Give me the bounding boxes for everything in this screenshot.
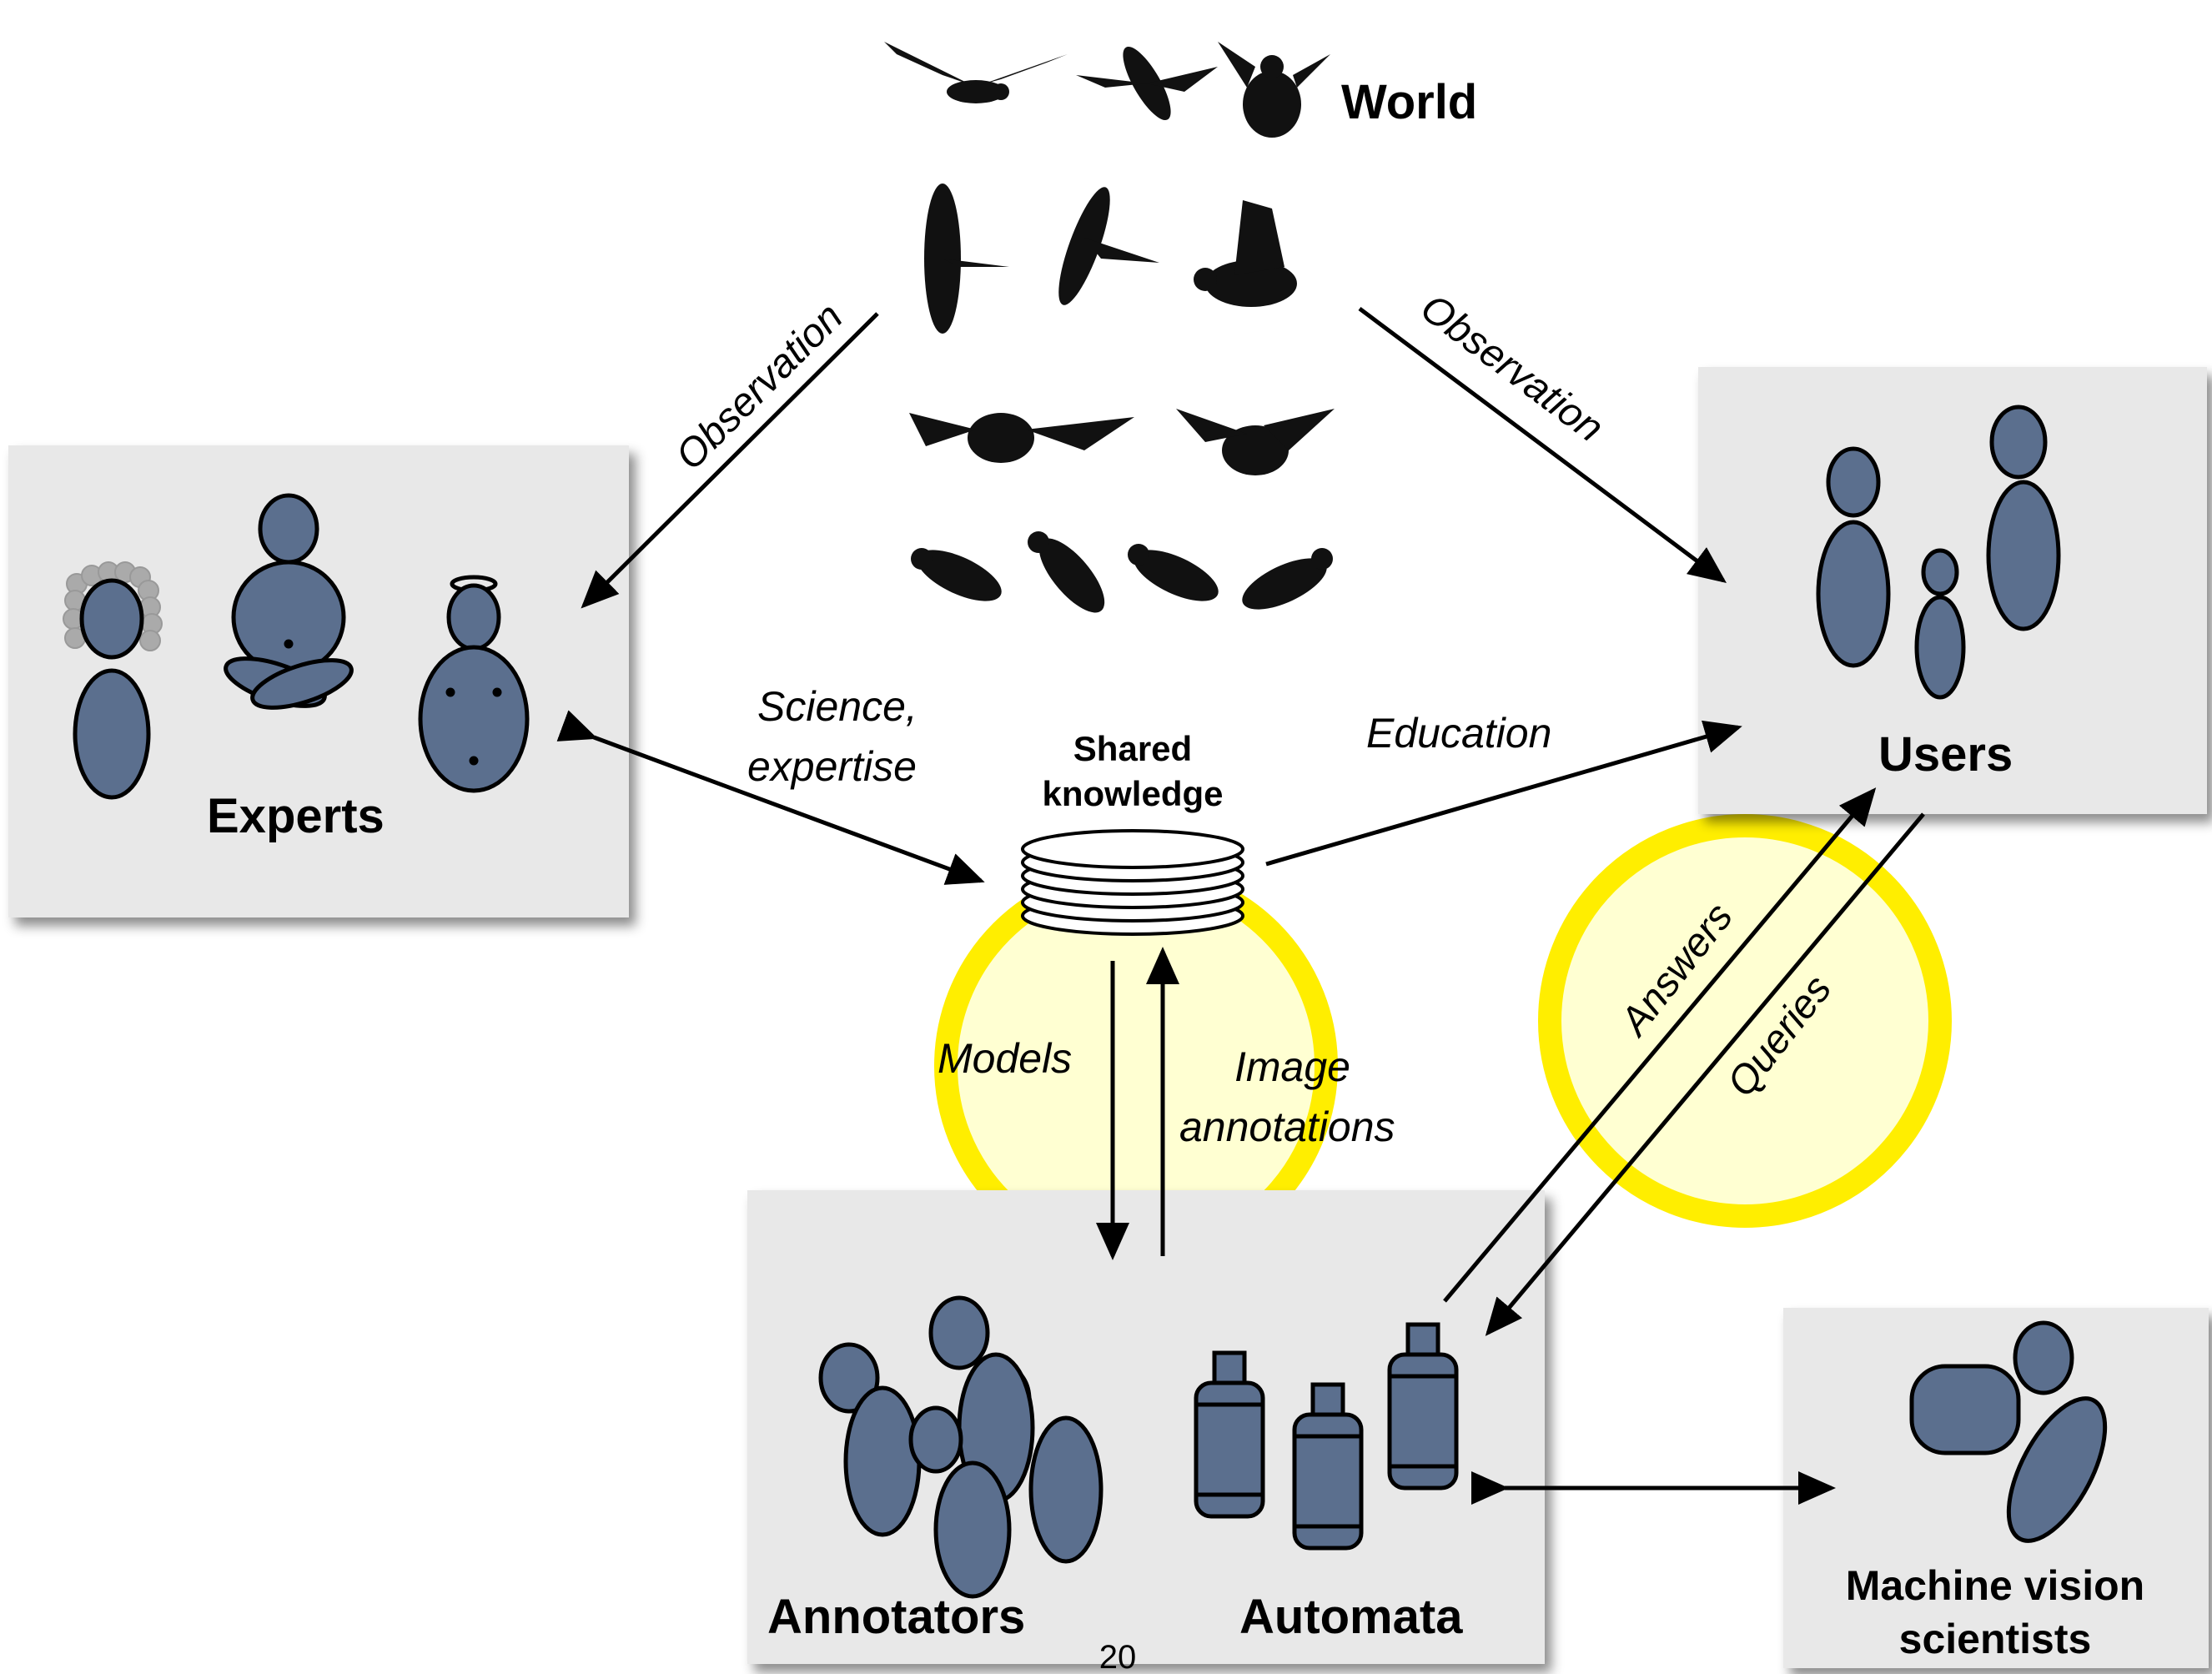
expert-figure-buddha bbox=[224, 493, 354, 710]
bottle-icon bbox=[1387, 1322, 1459, 1491]
users-panel bbox=[1698, 367, 2207, 814]
bird-icon bbox=[1242, 548, 1333, 610]
expert-figure-judge bbox=[63, 561, 163, 800]
bottle-icon bbox=[1194, 1350, 1265, 1519]
bottle-icon bbox=[1292, 1382, 1364, 1551]
arrow-science-expertise bbox=[556, 710, 985, 885]
arrow-observation-right bbox=[1358, 306, 1727, 583]
arrow-queries bbox=[1485, 812, 1925, 1336]
annotator-figures bbox=[818, 1295, 1103, 1599]
machine-vision-label-line1: Machine vision bbox=[1846, 1562, 2144, 1609]
highlight-circle-users bbox=[1538, 814, 1952, 1228]
users-label: Users bbox=[1878, 727, 2013, 782]
bird-icon bbox=[1194, 200, 1297, 307]
observation-left-label: Observation bbox=[667, 294, 851, 478]
bird-icon bbox=[884, 42, 1068, 103]
arrow-observation-left bbox=[581, 312, 879, 609]
page-number: 20 bbox=[1099, 1639, 1137, 1674]
database-stack-icon bbox=[1021, 829, 1244, 936]
arrow-education bbox=[1265, 720, 1742, 867]
bird-icon bbox=[1128, 544, 1219, 601]
shared-knowledge-label-line1: Shared bbox=[1073, 729, 1192, 768]
automata-label: Automata bbox=[1239, 1590, 1463, 1644]
science-label-line2: expertise bbox=[747, 743, 917, 790]
automata-bottles bbox=[1194, 1322, 1459, 1551]
bird-icon bbox=[1176, 409, 1335, 475]
bird-icon bbox=[917, 183, 1009, 334]
image-annotations-label-line1: Image bbox=[1234, 1043, 1350, 1090]
user-figure bbox=[1816, 446, 1891, 668]
experts-label: Experts bbox=[207, 789, 385, 843]
user-figures bbox=[1816, 405, 2061, 700]
user-figure bbox=[1914, 548, 1966, 700]
world-label: World bbox=[1341, 75, 1477, 129]
machine-vision-panel bbox=[1783, 1308, 2209, 1668]
user-figure bbox=[1986, 405, 2061, 631]
machine-vision-label-line2: scientists bbox=[1899, 1616, 2092, 1662]
models-label: Models bbox=[938, 1035, 1072, 1082]
arrow-answers bbox=[1443, 787, 1877, 1303]
bird-icon bbox=[1218, 42, 1330, 138]
bird-icon bbox=[1028, 531, 1105, 613]
image-annotations-label-line2: annotations bbox=[1179, 1103, 1395, 1150]
education-label: Education bbox=[1366, 710, 1551, 757]
bird-silhouettes bbox=[884, 42, 1335, 613]
shared-knowledge-label-line2: knowledge bbox=[1042, 774, 1223, 813]
bird-icon bbox=[909, 413, 1134, 463]
bird-icon bbox=[1076, 46, 1218, 121]
scientist-figures bbox=[1909, 1320, 2108, 1543]
wig-curls bbox=[63, 561, 163, 651]
science-label-line1: Science, bbox=[757, 683, 917, 730]
bird-icon bbox=[1026, 187, 1159, 305]
arrows bbox=[556, 306, 1925, 1505]
annotators-label: Annotators bbox=[767, 1590, 1025, 1644]
expert-figure-angel bbox=[418, 575, 530, 793]
bird-icon bbox=[911, 548, 1002, 601]
